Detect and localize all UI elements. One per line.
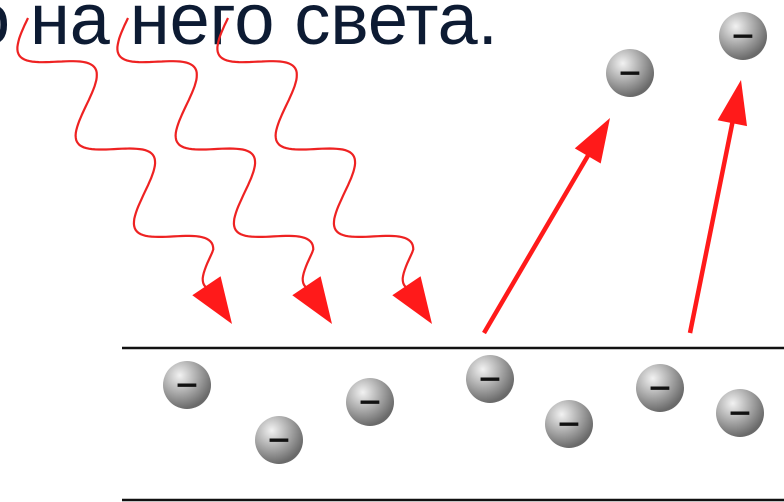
light-ray-1-arrowhead bbox=[192, 276, 232, 324]
emitted-electron-1: − bbox=[606, 49, 654, 97]
metal-electron-5: − bbox=[255, 416, 303, 464]
electron-icon bbox=[606, 49, 654, 97]
minus-sign: − bbox=[727, 396, 752, 431]
ejection-arrow-2 bbox=[687, 80, 747, 334]
minus-sign: − bbox=[730, 19, 755, 54]
slide-caption: о на него света. bbox=[0, 0, 498, 60]
electron-icon bbox=[636, 364, 684, 412]
electron-icon bbox=[346, 378, 394, 426]
electron-icon bbox=[163, 361, 211, 409]
minus-sign: − bbox=[647, 371, 672, 406]
electron-icon bbox=[545, 400, 593, 448]
electron-icon bbox=[719, 12, 767, 60]
metal-electron-1: − bbox=[163, 361, 211, 409]
light-ray-3 bbox=[216, 17, 432, 324]
light-ray-3-wave bbox=[216, 17, 415, 291]
electrons-group: − − − − − − − − − bbox=[163, 12, 767, 464]
emitted-electron-2: − bbox=[719, 12, 767, 60]
ejection-arrow-1-shaft bbox=[482, 151, 592, 335]
metal-electron-7: − bbox=[716, 389, 764, 437]
minus-sign: − bbox=[477, 362, 502, 397]
light-ray-1 bbox=[16, 17, 232, 324]
light-ray-2 bbox=[116, 17, 332, 324]
ejection-arrows bbox=[482, 80, 747, 335]
ejection-arrow-1-head bbox=[574, 118, 610, 164]
incident-light-rays bbox=[16, 17, 432, 324]
light-ray-3-arrowhead bbox=[392, 276, 432, 324]
light-ray-2-arrowhead bbox=[292, 276, 332, 324]
minus-sign: − bbox=[174, 368, 199, 403]
minus-sign: − bbox=[357, 385, 382, 420]
metal-electron-4: − bbox=[636, 364, 684, 412]
electron-icon bbox=[716, 389, 764, 437]
ejection-arrow-2-shaft bbox=[687, 118, 736, 334]
metal-electron-6: − bbox=[545, 400, 593, 448]
minus-sign: − bbox=[266, 423, 291, 458]
light-ray-2-wave bbox=[116, 17, 315, 291]
minus-sign: − bbox=[556, 407, 581, 442]
metal-electron-3: − bbox=[466, 355, 514, 403]
electron-icon bbox=[255, 416, 303, 464]
light-ray-1-wave bbox=[16, 17, 215, 291]
minus-sign: − bbox=[617, 56, 642, 91]
electron-icon bbox=[466, 355, 514, 403]
ejection-arrow-2-head bbox=[717, 80, 747, 127]
ejection-arrow-1 bbox=[482, 118, 610, 335]
metal-electron-2: − bbox=[346, 378, 394, 426]
